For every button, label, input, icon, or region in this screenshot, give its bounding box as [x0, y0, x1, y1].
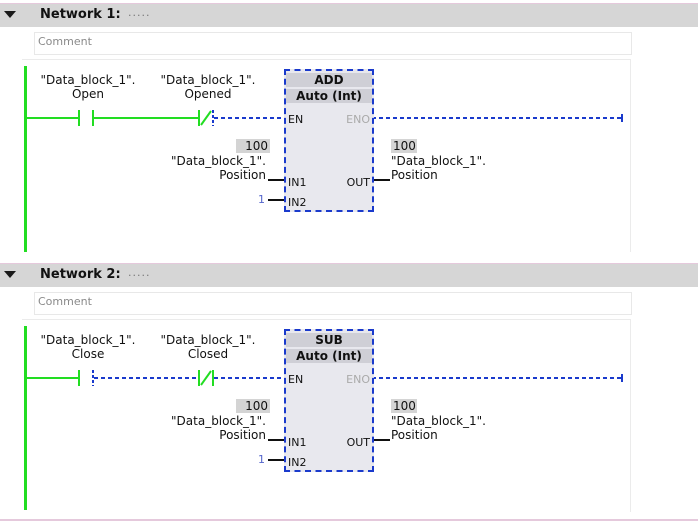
nc-contact-closed[interactable]: [198, 370, 214, 386]
out-live-value: 100: [391, 399, 417, 413]
pin-out: OUT: [346, 176, 370, 189]
pin-in1: IN1: [288, 436, 307, 449]
network-comment-field[interactable]: Comment: [34, 292, 632, 315]
contact-close-operand[interactable]: "Data_block_1".Close: [40, 333, 136, 361]
pin-in1: IN1: [288, 176, 307, 189]
block-name: ADD: [286, 73, 372, 87]
contact-open-operand[interactable]: "Data_block_1".Open: [40, 73, 136, 101]
comment-placeholder: Comment: [38, 295, 92, 308]
bottom-border: [0, 519, 698, 521]
contact-opened-operand[interactable]: "Data_block_1".Opened: [160, 73, 256, 101]
ladder-wires: [26, 110, 623, 205]
in1-live-value: 100: [236, 399, 270, 413]
comment-placeholder: Comment: [38, 35, 92, 48]
pin-in2: IN2: [288, 196, 307, 209]
network-comment-field[interactable]: Comment: [34, 32, 632, 55]
in2-constant[interactable]: 1: [258, 453, 265, 466]
sub-block[interactable]: SUB Auto (Int) EN ENO IN1 IN2 OUT: [284, 329, 374, 472]
pin-en: EN: [288, 113, 304, 126]
power-rail: [24, 66, 27, 252]
collapse-triangle-icon[interactable]: [4, 11, 16, 18]
network-header[interactable]: Network 1: .....: [0, 3, 698, 27]
network-title-field[interactable]: .....: [128, 266, 151, 279]
pin-en: EN: [288, 373, 304, 386]
collapse-triangle-icon[interactable]: [4, 271, 16, 278]
in1-operand[interactable]: "Data_block_1".Position: [171, 154, 266, 182]
no-contact-open[interactable]: [78, 110, 94, 126]
network-1: Network 1: ..... Comment "Data_block_1".…: [0, 3, 698, 263]
block-data-type[interactable]: Auto (Int): [286, 89, 372, 103]
block-name: SUB: [286, 333, 372, 347]
out-operand[interactable]: "Data_block_1".Position: [391, 154, 486, 182]
in1-live-value: 100: [236, 139, 270, 153]
network-2: Network 2: ..... Comment "Data_block_1".…: [0, 263, 698, 519]
in2-constant[interactable]: 1: [258, 193, 265, 206]
pin-eno: ENO: [346, 113, 370, 126]
network-title: Network 2:: [40, 267, 121, 282]
contact-closed-operand[interactable]: "Data_block_1".Closed: [160, 333, 256, 361]
network-title-field[interactable]: .....: [128, 6, 151, 19]
ladder-wires: [26, 370, 623, 461]
pin-out: OUT: [346, 436, 370, 449]
pin-in2: IN2: [288, 456, 307, 469]
network-title: Network 1:: [40, 7, 121, 22]
no-contact-close[interactable]: [78, 370, 94, 386]
network-header[interactable]: Network 2: .....: [0, 263, 698, 287]
block-data-type[interactable]: Auto (Int): [286, 349, 372, 363]
nc-contact-opened[interactable]: [198, 110, 214, 126]
ladder-area: [22, 59, 631, 252]
out-live-value: 100: [391, 139, 417, 153]
pin-eno: ENO: [346, 373, 370, 386]
ladder-area: [22, 319, 631, 512]
out-operand[interactable]: "Data_block_1".Position: [391, 414, 486, 442]
add-block[interactable]: ADD Auto (Int) EN ENO IN1 IN2 OUT: [284, 69, 374, 212]
in1-operand[interactable]: "Data_block_1".Position: [171, 414, 266, 442]
power-rail: [24, 326, 27, 510]
